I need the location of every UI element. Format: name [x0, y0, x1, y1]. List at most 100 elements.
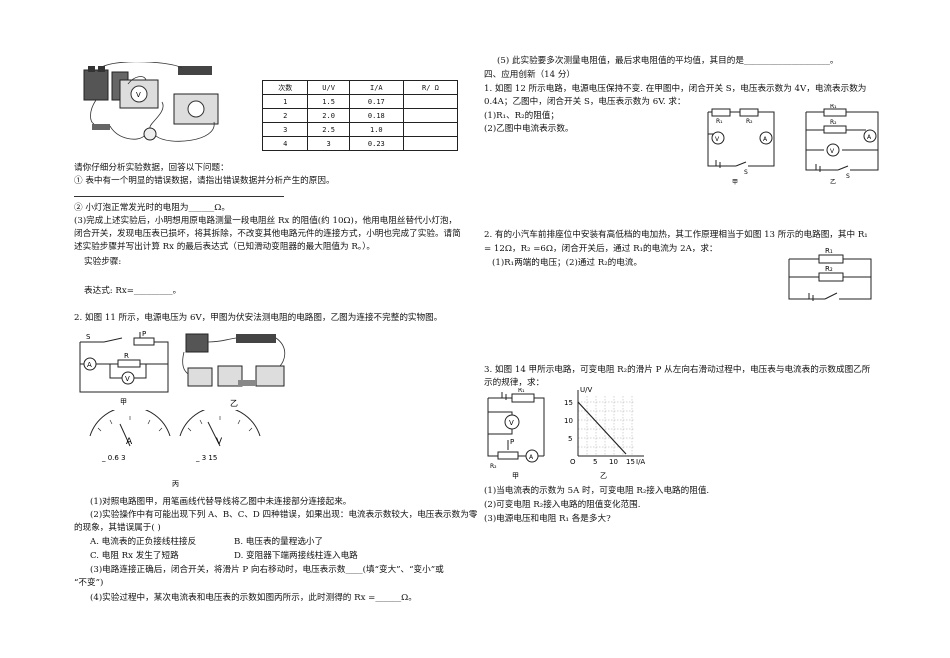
text-line: (5) 此实验要多次测量电阻值，最后求电阻值的平均值，其目的是_________… — [497, 56, 839, 66]
label-S: S — [744, 169, 748, 176]
text-line: (4)实验过程中，某次电流表和电压表的示数如图丙所示，此时测得的 Rx =___… — [90, 593, 417, 603]
option-a: A. 电流表的正负接线柱接反 — [90, 537, 197, 547]
text-line: (2)可变电阻 R₂接入电路的阻值变化范围. — [484, 500, 641, 510]
apparatus-figure-yi: 乙 — [182, 333, 286, 408]
answer-line — [74, 196, 284, 197]
label-V: V — [715, 136, 720, 143]
table-cell: 2.0 — [307, 108, 350, 123]
text-line: 闭合开关，发现电压表已损坏，将其拆除，不改变其他电路元件的连接方式，小明也完成了… — [74, 229, 461, 239]
graph-fig14-yi: U/V I/A O 15 10 5 5 10 15 乙 — [564, 386, 645, 480]
option-c: C. 电阻 Rx 发生了短路 — [90, 551, 179, 561]
graph-y-tick: 15 — [564, 399, 573, 407]
graph-x-label: I/A — [636, 458, 645, 466]
table-cell: 0.18 — [348, 108, 404, 123]
circuit-fig12-yi: R₁ R₂ A V S 乙 — [805, 104, 879, 186]
text-line: (2)实验操作中有可能出现下列 A、B、C、D 四种错误，如果出现：电流表示数较… — [90, 510, 478, 520]
label-R1: R₁ — [518, 388, 525, 394]
label-V: V — [830, 148, 835, 155]
label-A: A — [87, 361, 92, 369]
text-line: (1)R₁两端的电压；(2)通过 R₂的电流。 — [492, 258, 643, 268]
text-line: 述实验步骤并写出计算 Rx 的最后表达式（已知滑动变阻器的最大阻值为 R。）。 — [74, 242, 375, 252]
label-R1: R₁ — [716, 118, 723, 125]
graph-y-tick: 5 — [568, 435, 572, 443]
text-line: = 12Ω，R₂ =6Ω，闭合开关后，通过 R₁的电流为 2A，求： — [484, 244, 718, 254]
label-ammeter: A — [126, 437, 133, 447]
text-line: 的现象，其错误属于( ) — [74, 523, 161, 533]
text-line: (3)电源电压和电阻 R₁ 各是多大? — [484, 514, 611, 524]
circuit-fig12-jia: R₁ R₂ V A S 甲 — [707, 108, 775, 186]
table-cell: 2.5 — [307, 122, 350, 137]
graph-x-tick: 10 — [609, 458, 618, 466]
text-line: (1)R₁、R₂的阻值； — [484, 111, 559, 121]
circuit-fig14-jia: R₁ V P R₂ A 甲 — [487, 388, 545, 480]
table-cell: 0.23 — [348, 136, 404, 151]
label-V: V — [509, 419, 514, 427]
text-line: 2. 如图 11 所示，电源电压为 6V，甲图为伏安法测电阻的电路图，乙图为连接… — [74, 313, 443, 323]
option-b: B. 电压表的量程选小了 — [234, 537, 324, 547]
table-cell — [402, 122, 459, 137]
text-line: 表达式: Rx=_________。 — [84, 286, 182, 296]
table-cell: 1.0 — [348, 122, 404, 137]
table-cell: 0.17 — [348, 94, 404, 109]
svg-text:V: V — [136, 91, 141, 99]
table-header: 次数 — [261, 80, 309, 95]
table-cell — [402, 108, 459, 123]
circuit-diagram-jia: S P R A V 甲 — [79, 330, 169, 406]
text-line: (1)对照电路图甲，用笔画线代替导线将乙图中未连接部分连接起来。 — [90, 497, 352, 507]
text-line: 请你仔细分析实验数据，回答以下问题： — [74, 163, 229, 173]
text-line: (3)电路连接正确后，闭合开关，将滑片 P 向右移动时，电压表示数____(填“… — [90, 565, 444, 575]
option-d: D. 变阻器下端两接线柱连入电路 — [234, 551, 358, 561]
label-V: V — [125, 375, 130, 383]
graph-y-tick: 10 — [564, 417, 573, 425]
label-yi: 乙 — [600, 472, 607, 480]
table-cell: 1 — [261, 94, 309, 109]
label-R2: R₂ — [490, 463, 497, 470]
graph-x-tick: 5 — [593, 458, 597, 466]
text-line: (2)乙图中电流表示数。 — [484, 124, 574, 134]
ammeter-terminals: _ 0.6 3 — [101, 454, 126, 462]
apparatus-figure: V — [83, 62, 219, 142]
label-jia: 甲 — [732, 179, 738, 186]
label-voltmeter: V — [216, 437, 223, 447]
text-line: ① 表中有一个明显的错误数据，请指出错误数据并分析产生的原因。 — [74, 176, 335, 186]
label-S: S — [86, 333, 91, 341]
label-jia: 甲 — [512, 472, 519, 480]
label-R2: R₂ — [746, 118, 753, 125]
table-header: U/V — [307, 80, 350, 95]
table-cell — [402, 94, 459, 109]
text-line: 示的规律，求： — [484, 378, 545, 388]
label-R1: R₁ — [830, 104, 837, 110]
text-line: “不变”) — [74, 578, 104, 588]
label-A: A — [867, 134, 872, 141]
label-yi: 乙 — [830, 179, 836, 186]
table-header: R/ Ω — [402, 80, 459, 95]
table-cell: 4 — [261, 136, 309, 151]
label-S: S — [846, 173, 850, 180]
label-P: P — [142, 330, 146, 338]
text-line: 2. 有的小汽车前排座位中安装有高低档的电加热，其工作原理相当于如图 13 所示… — [484, 230, 868, 240]
label-bing: 丙 — [172, 480, 179, 488]
table-cell — [402, 136, 459, 151]
graph-y-label: U/V — [580, 386, 592, 394]
text-line: (3)完成上述实验后，小明想用原电路测量一段电阻丝 Rx 的阻值(约 10Ω)，… — [74, 216, 458, 226]
table-cell: 3 — [307, 136, 350, 151]
label-jia: 甲 — [120, 398, 127, 406]
table-cell: 2 — [261, 108, 309, 123]
text-line: 实验步骤: — [84, 257, 122, 267]
voltmeter-terminals: _ 3 15 — [195, 454, 217, 462]
label-A: A — [529, 454, 534, 461]
label-R2: R₂ — [825, 265, 833, 273]
table-cell: 3 — [261, 122, 309, 137]
text-line: 0.4A；乙图中，闭合开关 S，电压表示数为 6V. 求： — [484, 97, 686, 107]
text-line: (1)当电流表的示数为 5A 时，可变电阻 R₂接入电路的阻值. — [484, 486, 710, 496]
label-R2: R₂ — [830, 119, 837, 126]
text-line: ② 小灯泡正常发光时的电阻为______Ω。 — [74, 203, 230, 213]
table-cell: 1.5 — [307, 94, 350, 109]
circuit-fig13: R₁ R₂ — [788, 247, 872, 301]
graph-x-tick: 15 — [626, 458, 635, 466]
label-P: P — [510, 438, 514, 446]
label-yi: 乙 — [230, 399, 238, 408]
text-line: 3. 如图 14 甲所示电路，可变电阻 R₂的滑片 P 从左向右滑动过程中，电压… — [484, 365, 871, 375]
text-line: 1. 如图 12 所示电路，电源电压保持不变. 在甲图中，闭合开关 S，电压表示… — [484, 84, 867, 94]
